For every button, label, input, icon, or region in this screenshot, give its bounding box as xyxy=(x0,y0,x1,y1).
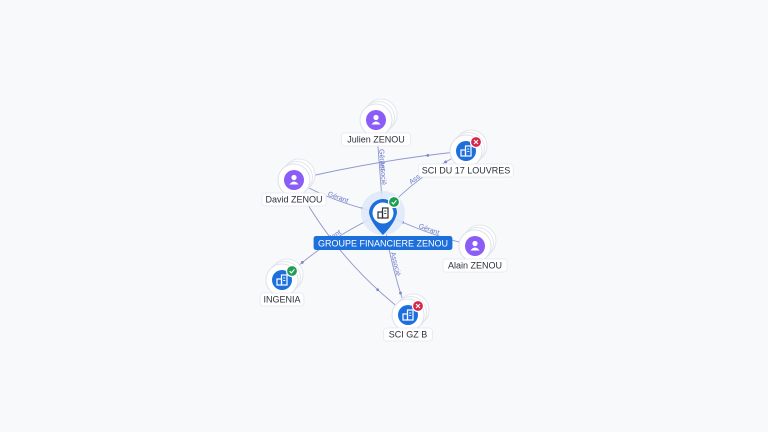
building-icon xyxy=(276,274,288,286)
node-layer: Julien ZENOU SCI DU 17 LOUVRES David ZENOU… xyxy=(259,98,514,342)
active-badge-icon xyxy=(387,195,401,209)
node-label: SCI GZ B xyxy=(389,330,428,340)
node-label: SCI DU 17 LOUVRES xyxy=(422,166,511,176)
edge-label: Gérant xyxy=(377,149,386,171)
edge-arrow-icon xyxy=(399,291,402,295)
node-julien[interactable]: Julien ZENOU xyxy=(340,98,411,147)
closed-badge-icon xyxy=(469,135,483,149)
edge-label: Associé xyxy=(378,160,387,185)
node-label-box xyxy=(418,163,514,178)
node-label: David ZENOU xyxy=(265,195,322,205)
center-label-box xyxy=(313,236,453,250)
edge-label: Associé xyxy=(389,251,402,277)
person-icon xyxy=(371,114,381,125)
node-label-box xyxy=(442,258,508,273)
edge-arrow-icon xyxy=(444,160,448,164)
closed-badge-icon xyxy=(411,299,425,313)
edge-label: Gérant xyxy=(327,191,350,205)
person-icon xyxy=(289,174,299,185)
center-node[interactable]: GROUPE FINANCIERE ZENOU xyxy=(313,191,453,250)
node-label-box xyxy=(261,192,327,207)
building-icon xyxy=(377,207,389,219)
edge-arrow-icon xyxy=(376,288,380,292)
node-alain[interactable]: Alain ZENOU xyxy=(442,224,508,273)
node-label: Alain ZENOU xyxy=(448,261,502,271)
node-sci17[interactable]: SCI DU 17 LOUVRES xyxy=(418,129,514,178)
node-ingenia[interactable]: INGENIA xyxy=(259,258,305,307)
node-label-box xyxy=(340,132,411,147)
edge-arrow-icon xyxy=(300,261,304,264)
node-label: INGENIA xyxy=(263,295,300,305)
active-badge-icon xyxy=(285,264,299,278)
building-icon xyxy=(402,309,414,321)
node-label: Julien ZENOU xyxy=(347,135,405,145)
edge-label: Gérant xyxy=(418,223,441,237)
building-icon xyxy=(460,145,472,157)
person-icon xyxy=(470,240,480,251)
node-scigzb[interactable]: SCI GZ B xyxy=(383,293,433,342)
node-david[interactable]: David ZENOU xyxy=(261,158,327,207)
center-label: GROUPE FINANCIERE ZENOU xyxy=(318,239,448,249)
node-label-box xyxy=(383,327,433,342)
node-label-box xyxy=(259,292,305,307)
edge-arrow-icon xyxy=(426,153,430,157)
